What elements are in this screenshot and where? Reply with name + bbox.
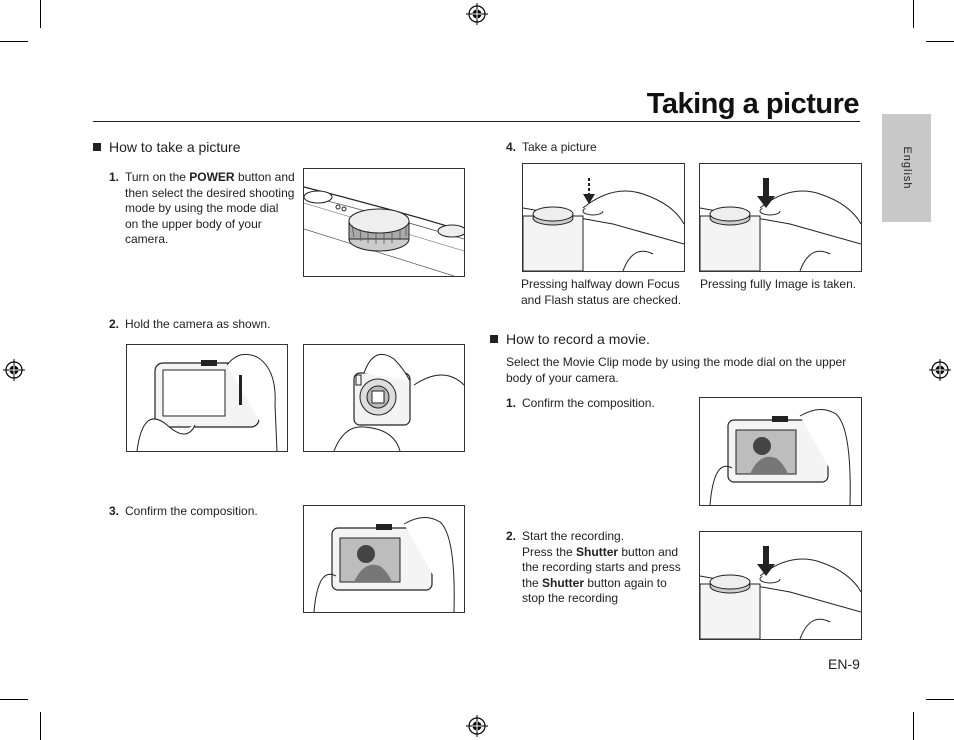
step-text: Confirm the composition. bbox=[125, 504, 258, 518]
composition-preview-illustration bbox=[303, 505, 465, 613]
page-number: EN-9 bbox=[828, 656, 860, 672]
movie-composition-illustration bbox=[699, 397, 862, 506]
registration-mark-icon bbox=[466, 3, 488, 25]
step-2: 2. Hold the camera as shown. bbox=[109, 317, 309, 333]
crop-mark bbox=[0, 699, 28, 700]
language-tab: English bbox=[882, 114, 931, 222]
crop-mark bbox=[926, 41, 954, 42]
movie-shutter-press-illustration bbox=[699, 531, 862, 640]
crop-mark bbox=[913, 712, 914, 740]
step-number: 1. bbox=[109, 170, 120, 184]
caption-half-press: Pressing halfway down Focus and Flash st… bbox=[521, 277, 682, 307]
step-text: Turn on the POWER button and then select… bbox=[125, 170, 295, 246]
step-4: 4. Take a picture bbox=[506, 140, 706, 156]
crop-mark bbox=[0, 41, 28, 42]
registration-mark-icon bbox=[466, 715, 488, 737]
section-heading-text: How to take a picture bbox=[109, 139, 241, 155]
caption-full-press: Pressing fully Image is taken. bbox=[700, 277, 857, 291]
step-number: 2. bbox=[109, 317, 120, 331]
registration-mark-icon bbox=[3, 359, 25, 381]
registration-mark-icon bbox=[929, 359, 951, 381]
step-text: Take a picture bbox=[522, 140, 597, 154]
camera-mode-dial-illustration bbox=[303, 168, 465, 277]
crop-mark bbox=[926, 699, 954, 700]
step-number: 1. bbox=[506, 396, 517, 410]
section-heading-text: How to record a movie. bbox=[506, 331, 650, 347]
step-number: 4. bbox=[506, 140, 517, 154]
step-text: Hold the camera as shown. bbox=[125, 317, 271, 331]
step-number: 3. bbox=[109, 504, 120, 518]
shutter-half-press-illustration bbox=[522, 163, 685, 272]
movie-step-1: 1. Confirm the composition. bbox=[506, 396, 686, 412]
bullet-square-icon bbox=[93, 143, 101, 151]
title-divider bbox=[93, 121, 860, 122]
crop-mark bbox=[913, 0, 914, 28]
section-heading-take-picture: How to take a picture bbox=[93, 139, 241, 155]
holding-camera-back-illustration bbox=[126, 344, 288, 452]
step-text: Start the recording.Press the Shutter bu… bbox=[522, 529, 681, 605]
crop-mark bbox=[40, 712, 41, 740]
language-tab-label: English bbox=[900, 146, 913, 190]
crop-mark bbox=[40, 0, 41, 28]
shutter-full-press-illustration bbox=[699, 163, 862, 272]
step-text: Confirm the composition. bbox=[522, 396, 655, 410]
bullet-square-icon bbox=[490, 335, 498, 343]
holding-camera-front-illustration bbox=[303, 344, 465, 452]
movie-step-2: 2. Start the recording.Press the Shutter… bbox=[506, 529, 686, 609]
page-title: Taking a picture bbox=[646, 88, 860, 120]
step-3: 3. Confirm the composition. bbox=[109, 504, 294, 520]
step-number: 2. bbox=[506, 529, 517, 543]
step-1: 1. Turn on the POWER button and then sel… bbox=[109, 170, 295, 246]
movie-intro-text: Select the Movie Clip mode by using the … bbox=[506, 355, 847, 385]
section-heading-record-movie: How to record a movie. bbox=[490, 331, 650, 347]
